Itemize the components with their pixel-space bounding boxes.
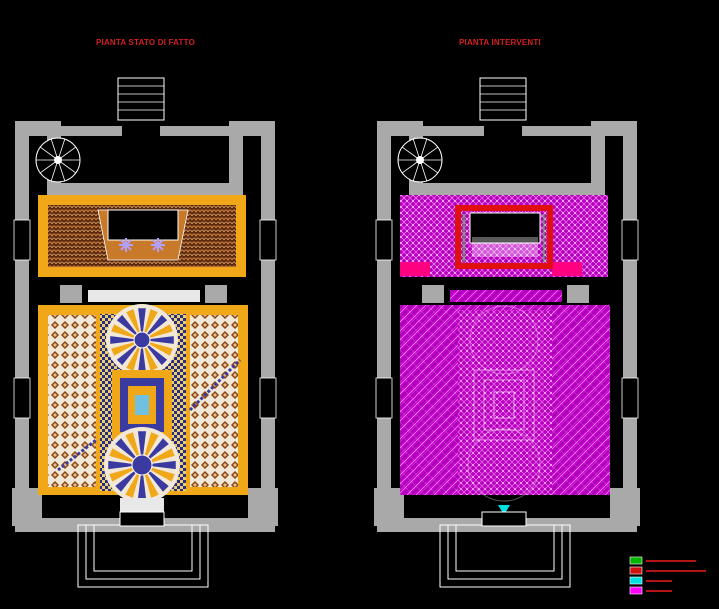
- upper-hall-floor: [38, 195, 246, 302]
- entrance-steps-top: [479, 77, 527, 121]
- legend: [629, 556, 706, 595]
- plan-stato-di-fatto: [12, 77, 278, 588]
- legend-swatch: [629, 586, 643, 595]
- right-plan-title: PIANTA INTERVENTI: [459, 38, 541, 47]
- entrance-steps-top: [117, 77, 165, 121]
- entrance-porch-bottom: [439, 511, 571, 588]
- plan-interventi: [374, 77, 640, 588]
- entrance-porch-bottom: [77, 511, 209, 588]
- spiral-staircase: [35, 137, 81, 183]
- main-salon-interventions: [400, 305, 610, 515]
- legend-swatch: [629, 566, 643, 575]
- left-plan-title: PIANTA STATO DI FATTO: [96, 38, 196, 47]
- main-salon-floor: [38, 304, 248, 512]
- legend-swatch: [629, 556, 643, 565]
- spiral-staircase: [397, 137, 443, 183]
- legend-swatch: [629, 576, 643, 585]
- upper-hall-interventions: [400, 195, 608, 302]
